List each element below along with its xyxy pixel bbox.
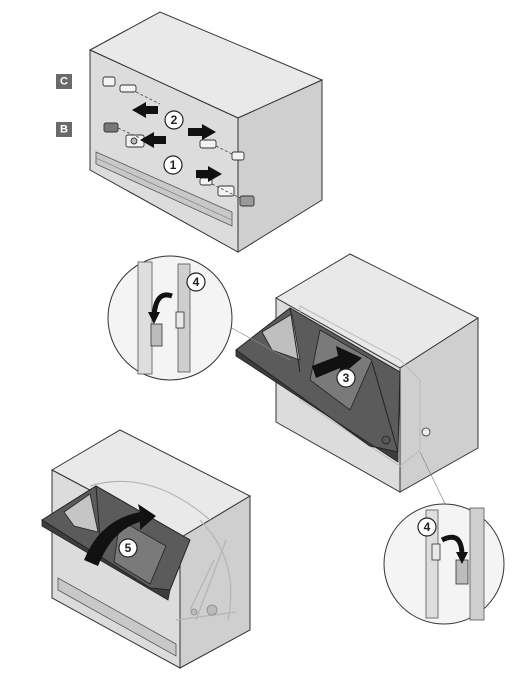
step-4-lower-text: 4 <box>424 520 431 534</box>
tilt-drawer-bottom <box>41 485 191 601</box>
step-2-badge: 2 <box>164 110 184 130</box>
arrow-left-lower <box>140 132 166 148</box>
step-4-badge-lower: 4 <box>417 517 437 537</box>
step-3-badge: 3 <box>336 368 356 388</box>
step-5-text: 5 <box>125 541 132 555</box>
detail-circle-lower <box>383 503 505 625</box>
arrow-left-upper <box>132 102 158 118</box>
step-1-badge: 1 <box>163 155 183 175</box>
label-c: C <box>56 74 72 89</box>
label-c-text: C <box>60 76 68 88</box>
label-b-text: B <box>60 124 68 136</box>
arrow-right-lower <box>196 166 222 182</box>
detail-circle-upper <box>107 255 233 381</box>
step-2-text: 2 <box>171 113 178 127</box>
hinge-hardware-left <box>102 76 145 148</box>
step-3-text: 3 <box>343 371 350 385</box>
cabinet-top <box>88 11 324 253</box>
cabinet-bottom <box>41 429 252 669</box>
arrow-insert <box>312 346 362 378</box>
step-1-text: 1 <box>170 158 177 172</box>
step-5-badge: 5 <box>118 538 138 558</box>
arrow-right-upper <box>188 124 216 140</box>
step-4-upper-text: 4 <box>193 275 200 289</box>
label-b: B <box>56 122 72 137</box>
arrow-tilt <box>84 504 156 566</box>
step-4-badge-upper: 4 <box>186 272 206 292</box>
cabinet-middle <box>235 253 480 493</box>
ghost-drawer-outline <box>89 480 237 621</box>
